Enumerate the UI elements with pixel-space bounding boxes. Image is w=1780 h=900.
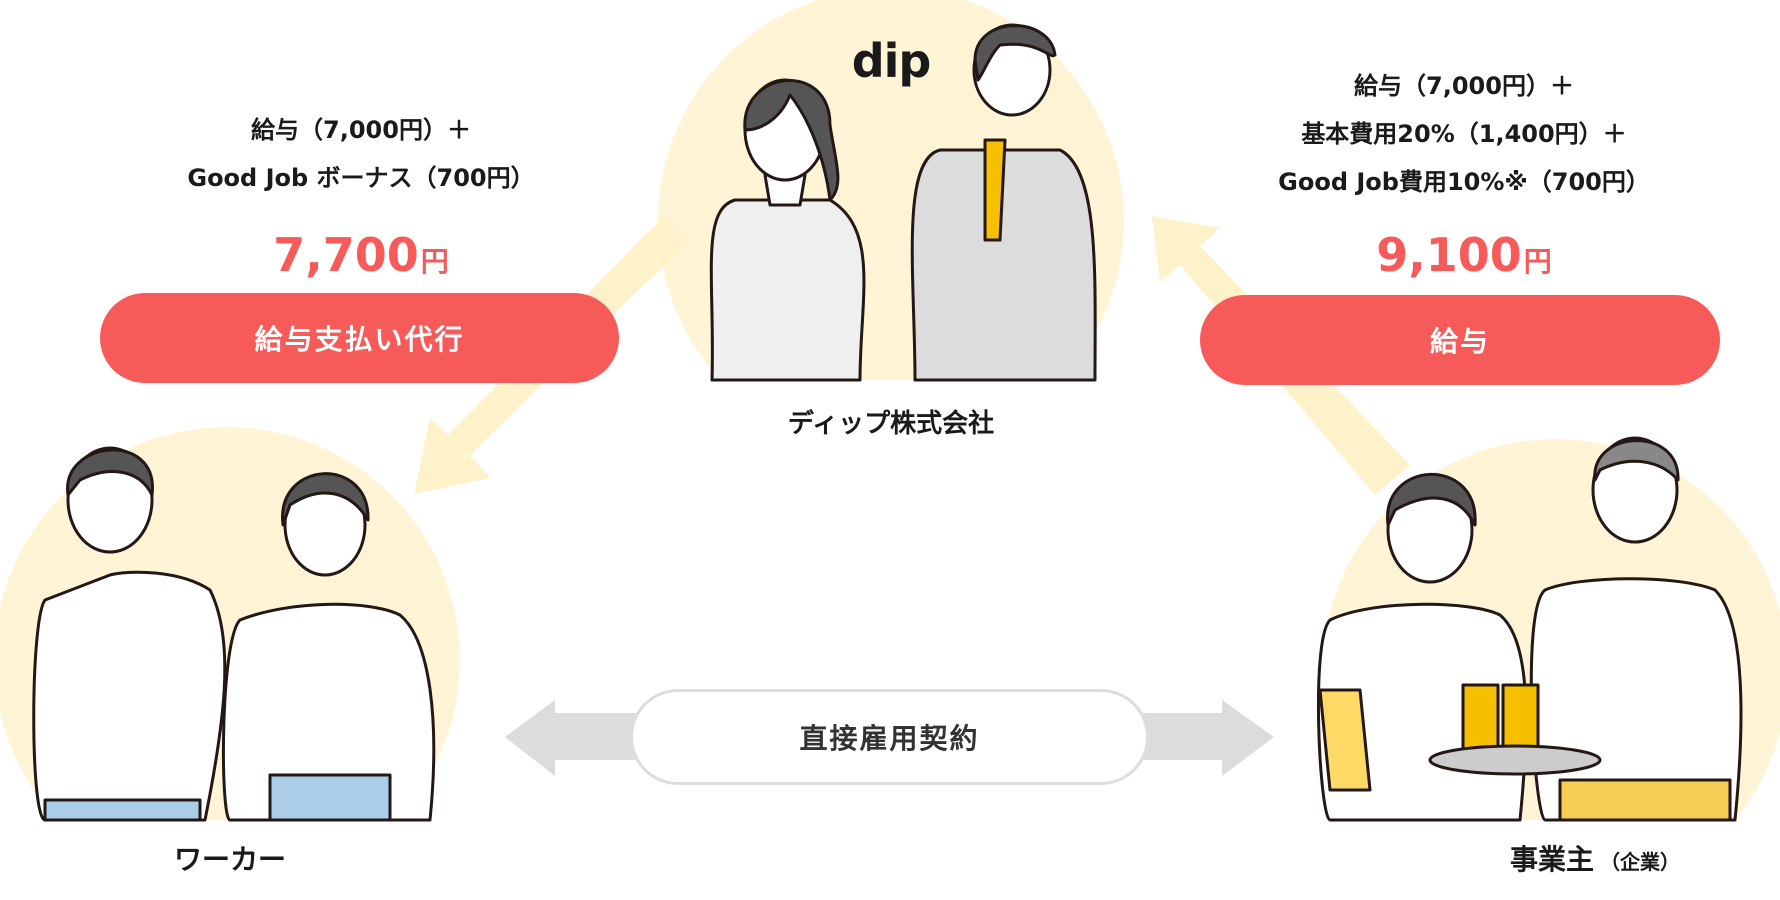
dip-logo: dip (851, 34, 932, 88)
worker-amount-currency: 円 (420, 245, 449, 278)
employer-formula: 給与（7,000円）＋ 基本費用20%（1,400円）＋ Good Job費用1… (1278, 62, 1650, 206)
dip-company-label: ディップ株式会社 (787, 409, 995, 439)
employer-label-sub: （企業） (1600, 850, 1681, 874)
employer-label-main: 事業主 (1509, 843, 1595, 876)
employer-flow-label: 給与 (1200, 295, 1720, 385)
worker-illustration (32, 446, 436, 822)
worker-formula-line: Good Job ボーナス（700円） (187, 164, 535, 192)
employer-amount-currency: 円 (1523, 245, 1552, 278)
contract-label: 直接雇用契約 (630, 689, 1149, 785)
worker-amount: 7,700円 (273, 228, 449, 282)
employer-formula-line: Good Job費用10%※（700円） (1278, 168, 1650, 196)
worker-label: ワーカー (173, 843, 287, 876)
worker-amount-value: 7,700 (273, 228, 419, 282)
worker-formula: 給与（7,000円）＋ Good Job ボーナス（700円） (187, 106, 534, 202)
employer-amount: 9,100円 (1376, 228, 1552, 282)
worker-flow-label: 給与支払い代行 (100, 293, 619, 383)
worker-formula-line: 給与（7,000円）＋ (251, 116, 471, 144)
employer-label: 事業主（企業） (1510, 838, 1680, 878)
employer-amount-value: 9,100 (1376, 228, 1522, 282)
employer-illustration (1316, 436, 1743, 822)
employer-formula-line: 給与（7,000円）＋ (1354, 72, 1574, 100)
employer-formula-line: 基本費用20%（1,400円）＋ (1301, 120, 1627, 148)
dip-staff-illustration (709, 23, 1097, 382)
